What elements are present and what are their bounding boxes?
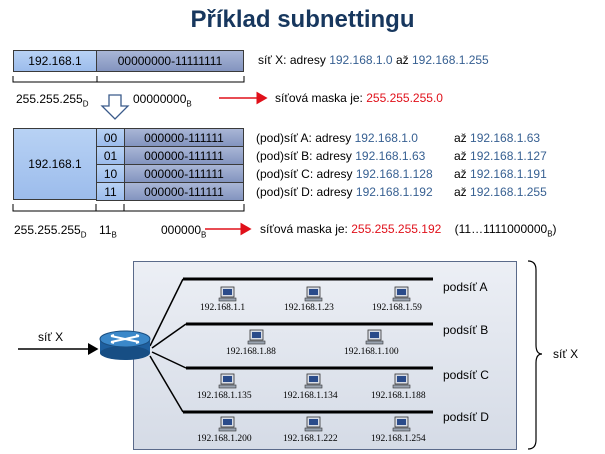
mask1-value: 255.255.255.0 [366, 91, 443, 105]
subnet-c-range-end: až 192.168.1.191 [454, 167, 547, 181]
computer-icon [392, 373, 411, 389]
router-icon [99, 330, 151, 360]
host-ip: 192.168.1.59 [372, 303, 422, 313]
computer-icon [304, 286, 323, 302]
computers [218, 286, 411, 432]
computer-icon [304, 373, 323, 389]
subnet-a-range-end: až 192.168.1.63 [454, 131, 541, 145]
bracket-host-2 [124, 204, 245, 212]
computer-icon [365, 329, 384, 345]
mask1-decimal-part: 255.255.255D [16, 92, 89, 109]
subnet-d-range-end: až 192.168.1.255 [454, 185, 547, 199]
subnet-d-description: (pod)síť D: adresy 192.168.1.192 [256, 185, 433, 199]
mask1-result: síťová maska je: 255.255.255.0 [275, 91, 443, 105]
subnet-c-description: (pod)síť C: adresy 192.168.1.128 [256, 167, 433, 181]
network-part-label: 192.168.1 [28, 54, 82, 68]
subnet-c-label: podsíť C [443, 368, 489, 382]
mask2-subnet-bits: 11B [99, 223, 117, 240]
host-ip: 192.168.1.135 [197, 391, 252, 401]
mask1-binary-part: 00000000B [133, 92, 192, 109]
subnet-host-c: 000000-111111 [124, 164, 244, 183]
bracket-host-1 [97, 76, 245, 83]
mask2-binary-note: (11…1111000000B) [454, 222, 557, 239]
network-x-to: 192.168.1.255 [411, 53, 489, 67]
subnet-b-range-end: až 192.168.1.127 [454, 149, 547, 163]
host-part-label: 00000000-11111111 [117, 54, 223, 68]
host-ip: 192.168.1.200 [197, 434, 252, 444]
computer-icon [304, 416, 323, 432]
network-x-from: 192.168.1.0 [329, 53, 393, 67]
computer-icon [392, 286, 411, 302]
subnet-b-label: podsíť B [443, 323, 489, 337]
mask2-value: 255.255.255.192 [351, 222, 442, 236]
outer-brace [527, 260, 543, 450]
computer-icon [392, 416, 411, 432]
host-ip: 192.168.1.100 [344, 347, 399, 357]
host-part-box: 00000000-11111111 [96, 50, 244, 72]
network-diagram-panel [133, 261, 517, 450]
host-ip: 192.168.1.188 [371, 391, 426, 401]
subnet-host-b: 000000-111111 [124, 146, 244, 165]
computer-icon [218, 286, 237, 302]
host-ip: 192.168.1.23 [284, 303, 334, 313]
subnet-d-label: podsíť D [443, 410, 489, 424]
link-b [151, 323, 187, 349]
link-d [149, 355, 184, 413]
host-ip: 192.168.1.134 [283, 391, 338, 401]
host-ip: 192.168.1.88 [226, 347, 276, 357]
computer-icon [218, 416, 237, 432]
computer-icon [247, 329, 266, 345]
subnet-network-part-label: 192.168.1 [28, 157, 82, 171]
subnet-bits-c: 10 [96, 164, 125, 183]
page-title: Příklad subnettingu [190, 6, 415, 33]
subnet-a-label: podsíť A [443, 280, 488, 294]
subnet-network-part-box: 192.168.1 [13, 128, 97, 200]
outer-network-label: síť X [553, 347, 579, 361]
subnet-b-description: (pod)síť B: adresy 192.168.1.63 [256, 149, 426, 163]
network-x-description: síť X: adresy 192.168.1.0 až 192.168.1.2… [258, 53, 489, 67]
bracket-network-1 [12, 76, 98, 83]
input-network-label: síť X [38, 330, 64, 344]
subnet-bits-d: 11 [96, 182, 125, 201]
subnet-a-description: (pod)síť A: adresy 192.168.1.0 [256, 131, 418, 145]
host-ip: 192.168.1.1 [200, 303, 246, 313]
host-ip: 192.168.1.254 [371, 434, 426, 444]
mask2-binary-part: 000000B [161, 223, 207, 240]
mask2-result: síťová maska je: 255.255.255.192 (11…111… [260, 222, 557, 239]
subnet-host-d: 000000-111111 [124, 182, 244, 201]
host-ip: 192.168.1.222 [283, 434, 338, 444]
computer-icon [218, 373, 237, 389]
link-c [151, 351, 187, 369]
bracket-network-2 [12, 204, 97, 212]
down-arrow [100, 94, 130, 120]
subnet-bits-b: 01 [96, 146, 125, 165]
link-a [149, 278, 184, 347]
mask2-decimal-part: 255.255.255D [14, 223, 87, 240]
